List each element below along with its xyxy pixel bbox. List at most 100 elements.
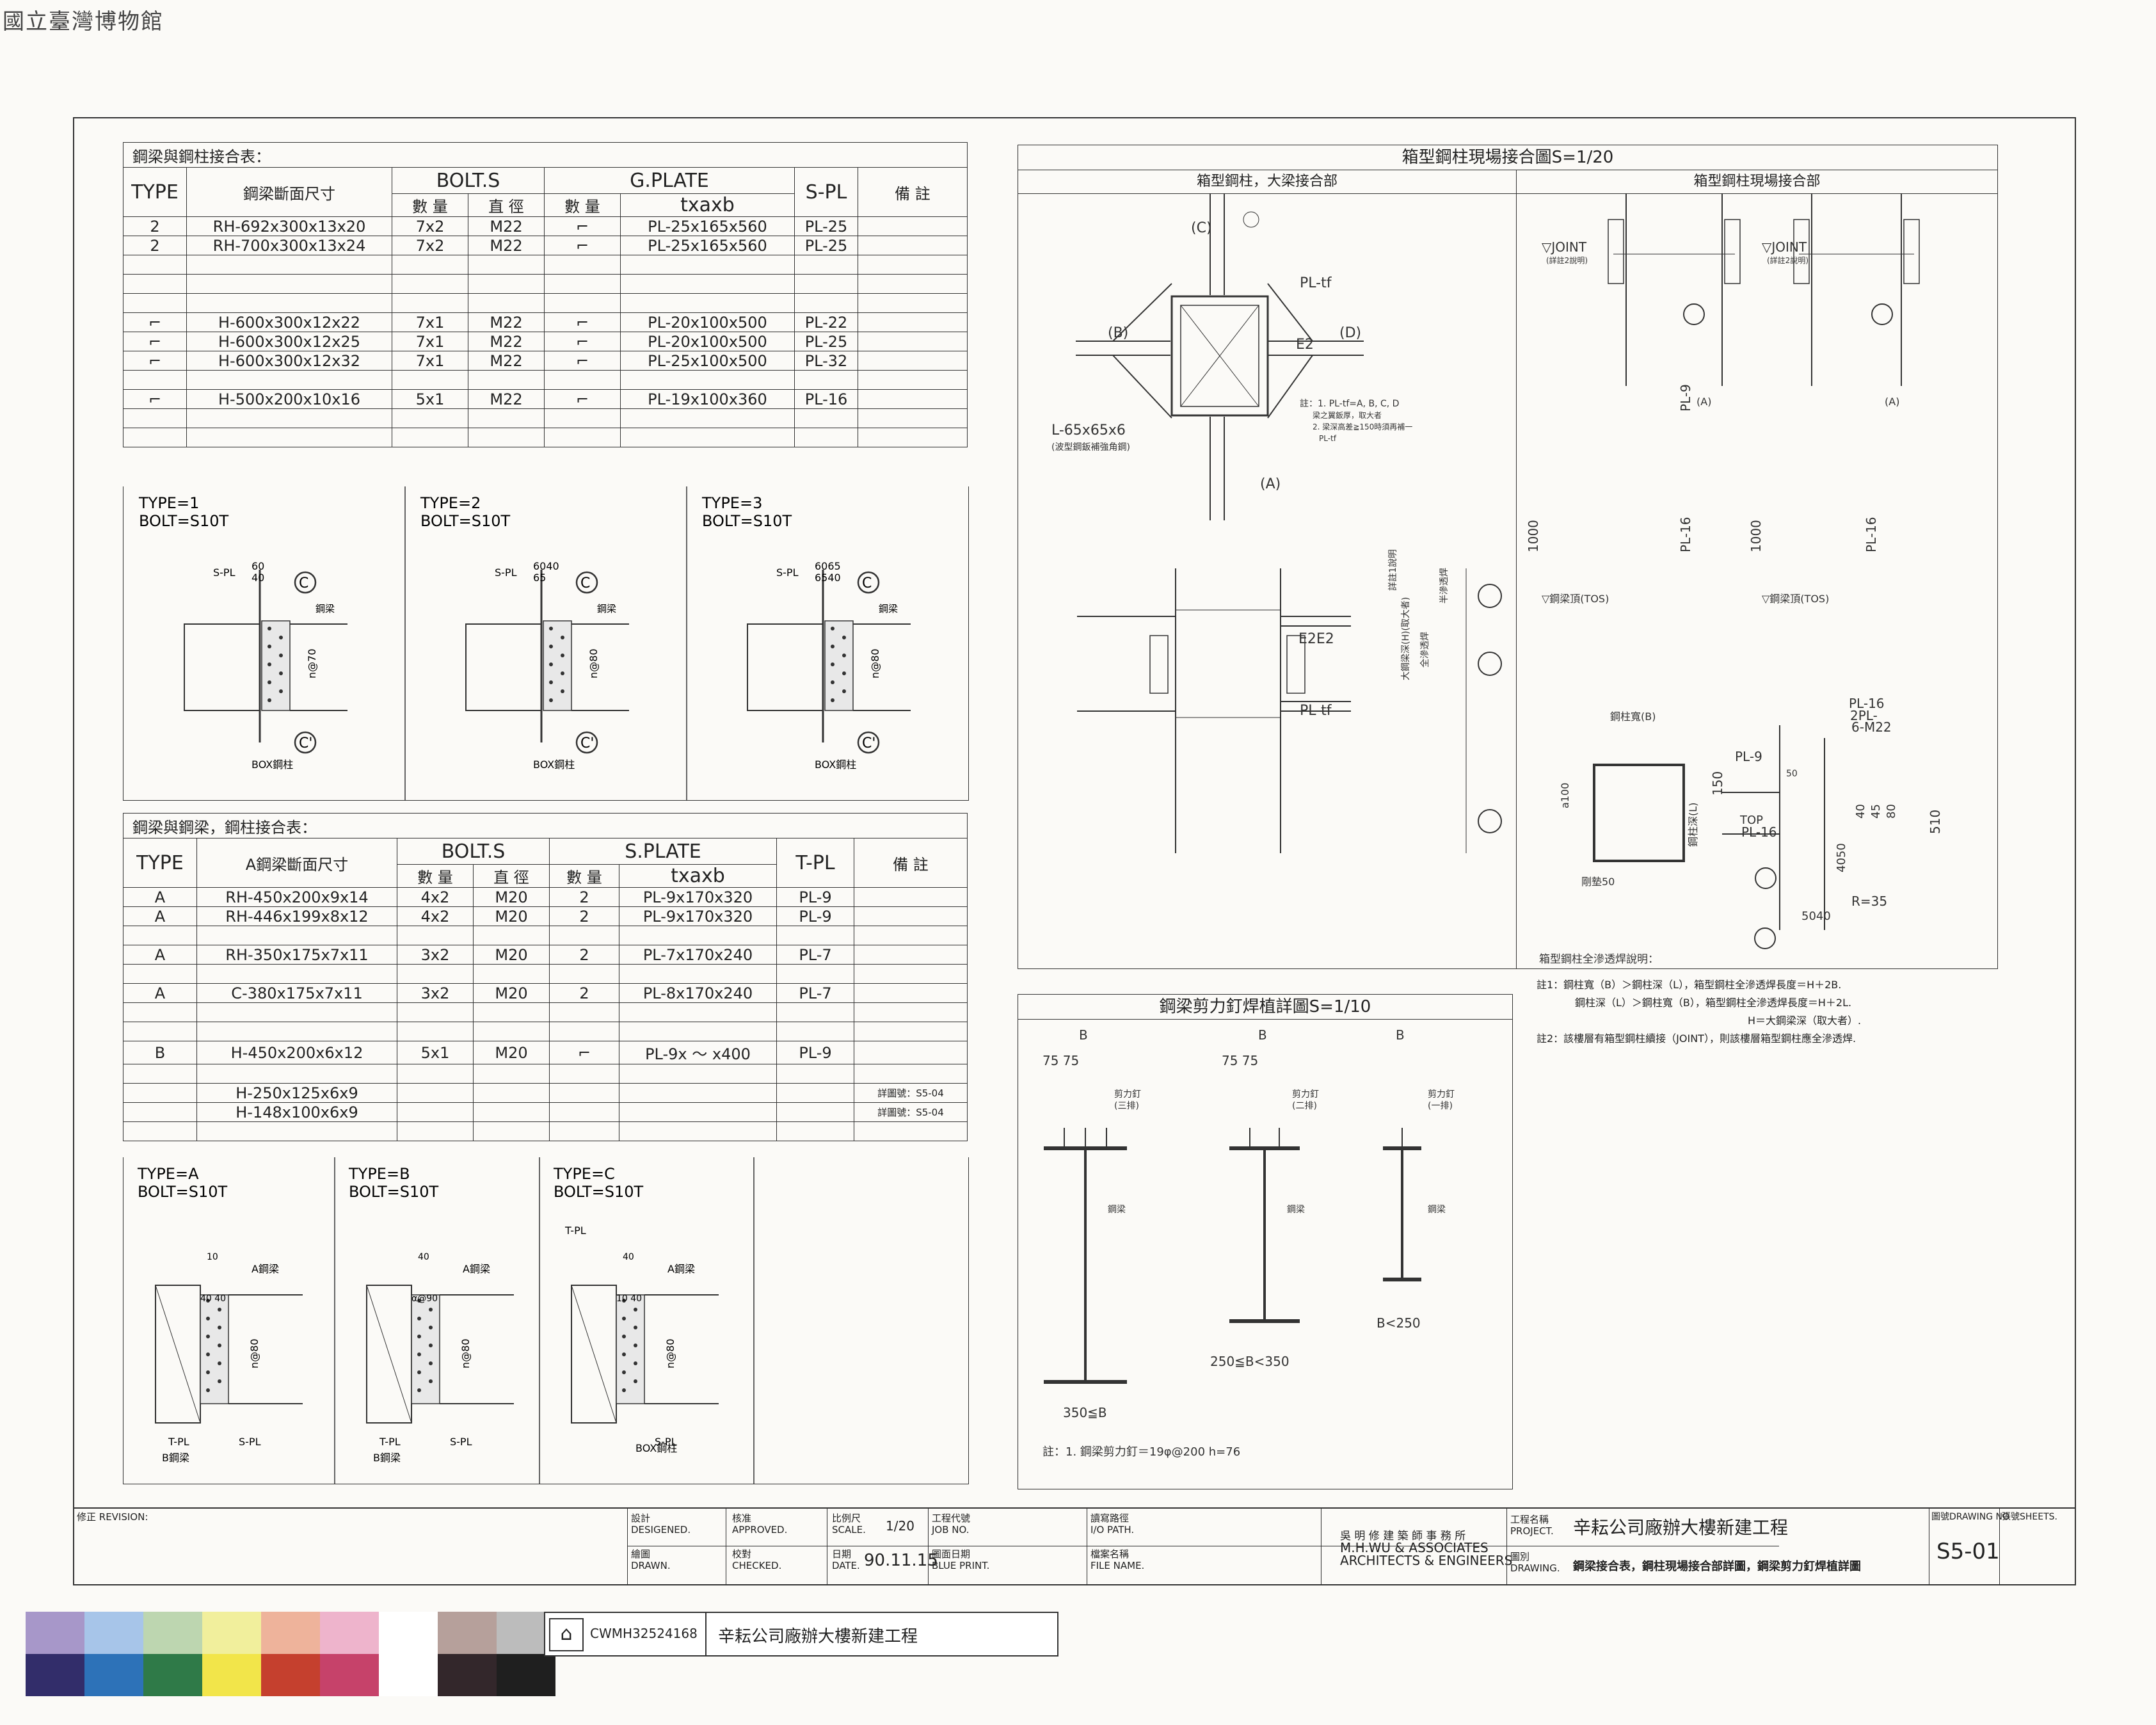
spl-label: S-PL — [655, 1436, 677, 1448]
tos-left: ▽鋼梁頂(TOS) — [1542, 593, 1609, 605]
plan-e2: E2 — [1296, 337, 1314, 353]
table-cell — [619, 1002, 777, 1022]
stud2-rows: (二排) — [1292, 1101, 1317, 1111]
color-swatch — [379, 1612, 438, 1654]
table-cell: 4x2 — [397, 887, 474, 907]
table-cell — [776, 926, 854, 945]
col-splate: S.PLATE — [549, 838, 777, 865]
col-label: BOX鋼柱 — [635, 1442, 677, 1454]
stud1-range: 350≦B — [1063, 1405, 1107, 1420]
box-divider — [1516, 194, 1517, 968]
sec-4050: 4050 — [1835, 843, 1848, 872]
table-cell: H-600x300x12x22 — [186, 312, 392, 332]
table-cell — [794, 370, 858, 390]
tb-drawno: S5-01 — [1936, 1539, 2000, 1564]
table-cell — [392, 370, 468, 390]
stud2-label: 剪力釘 — [1292, 1089, 1319, 1100]
stud3-b: B — [1396, 1027, 1405, 1043]
elev-e2e2: E2E2 — [1298, 631, 1334, 647]
bolt-label: BOLT=S10T — [554, 1183, 644, 1201]
table-cell: ⌐ — [544, 236, 621, 255]
table-cell — [854, 1022, 968, 1041]
color-swatch — [320, 1612, 379, 1654]
table-cell: PL-16 — [794, 389, 858, 409]
table-cell: 4x2 — [397, 906, 474, 926]
table-cell — [392, 428, 468, 447]
table-cell — [397, 1022, 474, 1041]
table-cell: 2 — [123, 216, 187, 236]
bolt-label: BOLT=S10T — [139, 512, 229, 530]
table-cell — [123, 1102, 197, 1122]
dim2: 65 — [533, 572, 546, 584]
table-cell: 2 — [123, 236, 187, 255]
bolt-label: BOLT=S10T — [138, 1183, 228, 1201]
table-cell: RH-350x175x7x11 — [196, 945, 397, 965]
table-cell — [397, 1121, 474, 1141]
table-cell — [619, 1121, 777, 1141]
tpl-label: T-PL — [168, 1436, 189, 1448]
table-cell: M20 — [473, 983, 550, 1003]
table-cell — [620, 255, 795, 275]
color-swatch — [261, 1612, 320, 1654]
table-cell: 5x1 — [392, 389, 468, 409]
beam-b-label: B鋼梁 — [373, 1452, 401, 1464]
table-cell: H-500x200x10x16 — [186, 389, 392, 409]
spl-label: S-PL — [776, 566, 799, 579]
weld-c-prime: C' — [862, 735, 875, 751]
weld-note-3: H＝大鋼梁深（取大者）. — [1748, 1015, 1862, 1027]
dim2: 40 — [623, 1252, 634, 1262]
joint-right: ▽JOINT — [1762, 239, 1807, 255]
table-cell: PL-7 — [776, 983, 854, 1003]
table-cell — [186, 274, 392, 294]
table-cell — [473, 1064, 550, 1084]
table-cell — [858, 370, 968, 390]
spl-label: S-PL — [495, 566, 517, 579]
color-swatch — [320, 1654, 379, 1696]
beam-label: 鋼梁 — [315, 603, 335, 614]
stud-panel: 鋼梁剪力釘焊植詳圖S=1/10 B 75 75 剪力釘 (三排) 鋼梁 350≦… — [1018, 994, 1513, 1489]
weld-c-prime: C' — [299, 735, 312, 751]
table-cell — [858, 274, 968, 294]
pitch: n@80 — [587, 649, 600, 679]
table-cell: PL-9 — [776, 1041, 854, 1064]
sub-dia: 直 徑 — [473, 864, 550, 888]
tb-drawno-label: 圖號DRAWING NO — [1931, 1512, 2009, 1522]
col-label: BOX鋼柱 — [252, 758, 293, 771]
table-cell: H-450x200x6x12 — [196, 1041, 397, 1064]
dim2: 40 — [252, 572, 264, 584]
table-cell — [392, 274, 468, 294]
sec-a100: a100 — [1559, 783, 1571, 808]
table-row — [123, 274, 968, 294]
archive-name: 辛耘公司廠辦大樓新建工程 — [718, 1627, 918, 1646]
color-swatch — [438, 1612, 497, 1654]
table-cell — [858, 293, 968, 313]
table-cell — [854, 964, 968, 984]
table-cell: M20 — [473, 945, 550, 965]
table-cell: ⌐ — [544, 332, 621, 351]
dim2: 40 — [418, 1252, 429, 1262]
table-cell — [397, 964, 474, 984]
pitch: n@80 — [869, 649, 881, 679]
table-cell — [549, 1083, 619, 1103]
table-row — [123, 1002, 968, 1022]
table-cell: ⌐ — [123, 312, 187, 332]
table-cell — [123, 293, 187, 313]
sheet-border — [73, 117, 2076, 1585]
weld-note-2: 鋼柱深（L）＞鋼柱寬（B），箱型鋼柱全滲透焊長度＝H＋2L. — [1575, 997, 1852, 1009]
table-cell — [123, 255, 187, 275]
table-cell: 7x1 — [392, 312, 468, 332]
sub-qty2: 數 量 — [549, 864, 619, 888]
elev-full: 全滲透焊 — [1419, 632, 1430, 668]
table-row — [123, 255, 968, 275]
box-title: 箱型鋼柱現場接合圖S=1/20 — [1018, 145, 1997, 170]
pl16-right: PL-16 — [1864, 517, 1879, 552]
table-cell: 7x1 — [392, 332, 468, 351]
note-2: 梁之翼鈑厚，取大者 — [1313, 410, 1382, 420]
table-cell — [854, 1002, 968, 1022]
table-cell — [776, 1022, 854, 1041]
beam-b-label: B鋼梁 — [162, 1452, 189, 1464]
tb-checked: 校對 CHECKED. — [732, 1548, 782, 1571]
